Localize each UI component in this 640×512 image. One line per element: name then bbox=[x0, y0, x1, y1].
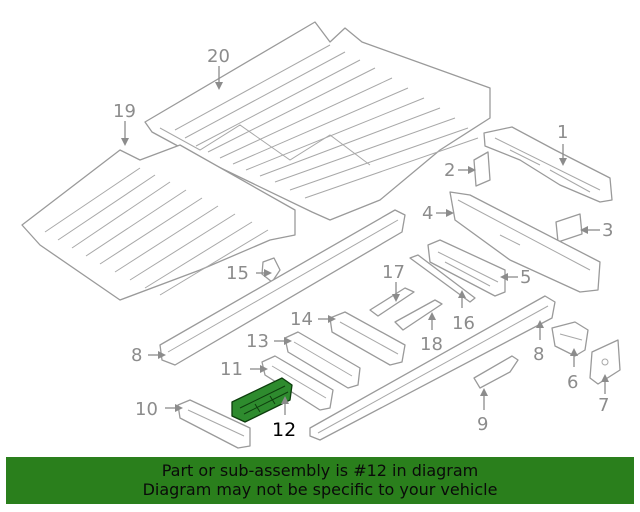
part-8-right-side-rail bbox=[309, 295, 556, 441]
callout-9: 9 bbox=[477, 414, 488, 435]
callout-17: 17 bbox=[382, 262, 405, 283]
callout-16: 16 bbox=[452, 313, 475, 334]
part-9-bracket bbox=[473, 355, 519, 389]
part-7-plate bbox=[589, 339, 621, 385]
callout-14: 14 bbox=[290, 309, 313, 330]
part-4-crossmember bbox=[449, 191, 601, 293]
callout-5: 5 bbox=[520, 267, 531, 288]
part-8-left-side-rail bbox=[159, 209, 406, 366]
callout-19: 19 bbox=[113, 101, 136, 122]
part-15-bracket bbox=[261, 257, 281, 283]
callout-2: 2 bbox=[444, 160, 455, 181]
banner-line-part: Part or sub-assembly is #12 in diagram bbox=[161, 461, 479, 480]
callout-13: 13 bbox=[246, 331, 269, 352]
leader-lines bbox=[121, 66, 609, 415]
part-1-rear-rail bbox=[483, 126, 613, 203]
part-19-front-floor-panel bbox=[21, 144, 296, 301]
callout-numbers: 1 2 3 4 5 6 7 8 8 9 10 11 12 13 14 15 16… bbox=[113, 46, 613, 441]
callout-15: 15 bbox=[226, 263, 249, 284]
banner-line-disclaimer: Diagram may not be specific to your vehi… bbox=[142, 480, 498, 499]
part-12-highlighted-crossmember bbox=[231, 377, 293, 423]
callout-3: 3 bbox=[602, 220, 613, 241]
part-info-banner: Part or sub-assembly is #12 in diagram D… bbox=[6, 457, 634, 504]
callout-8-left: 8 bbox=[131, 345, 142, 366]
callout-12: 12 bbox=[272, 419, 296, 441]
callout-20: 20 bbox=[207, 46, 230, 67]
part-13-crossmember bbox=[284, 331, 361, 389]
part-10-crossmember bbox=[177, 399, 251, 449]
callout-8-right: 8 bbox=[533, 344, 544, 365]
part-14-crossmember bbox=[329, 311, 406, 366]
part-11-crossmember bbox=[261, 355, 334, 411]
callout-4: 4 bbox=[422, 203, 433, 224]
callout-1: 1 bbox=[557, 122, 568, 143]
part-5-crossmember bbox=[427, 239, 506, 297]
callout-18: 18 bbox=[420, 334, 443, 355]
callout-10: 10 bbox=[135, 399, 158, 420]
part-6-bracket bbox=[551, 321, 589, 357]
part-17-bracket bbox=[369, 287, 415, 317]
part-2-bracket bbox=[473, 151, 491, 187]
part-16-bar bbox=[409, 254, 476, 303]
callout-7: 7 bbox=[598, 395, 609, 416]
callout-11: 11 bbox=[220, 359, 243, 380]
part-3-bracket bbox=[555, 213, 583, 243]
part-18-bracket bbox=[394, 299, 443, 331]
callout-6: 6 bbox=[567, 372, 578, 393]
